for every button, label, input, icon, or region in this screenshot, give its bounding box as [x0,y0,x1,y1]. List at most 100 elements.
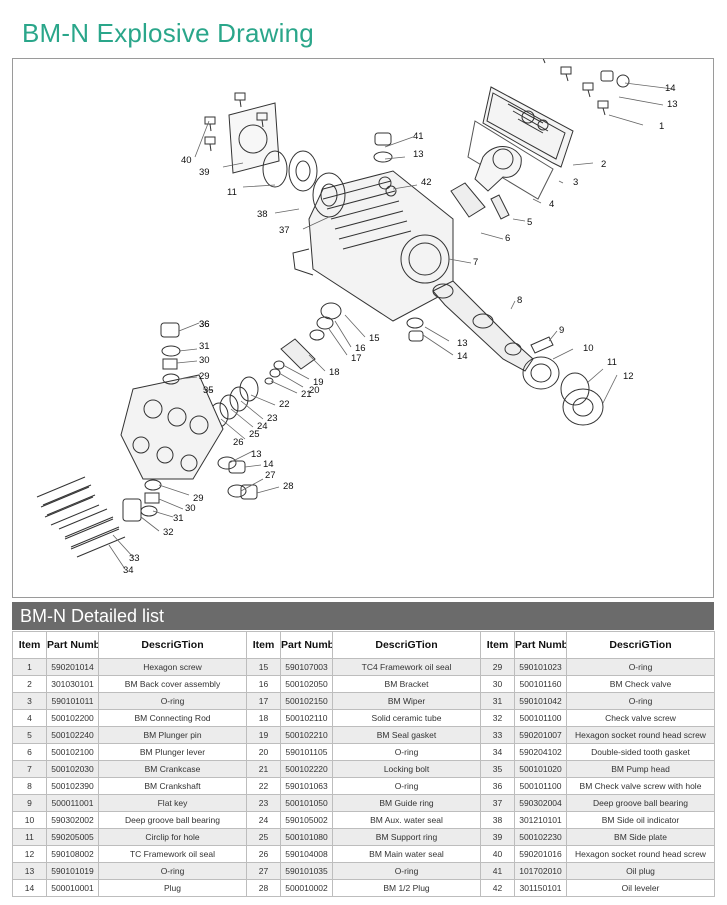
callout-label: 31 [199,341,210,352]
description-cell: TC4 Framework oil seal [332,658,481,676]
crankshaft-part [432,280,534,372]
side-plate-part [228,102,280,174]
callout-label: 32 [163,527,174,538]
item-cell: 2 [12,675,47,693]
part-number-cell: 590205005 [46,828,99,846]
item-cell: 7 [12,760,47,778]
part-number-cell: 500101020 [514,760,567,778]
part-number-cell: 590101011 [46,692,99,710]
description-cell: BM Aux. water seal [332,811,481,829]
part-number-cell: 500102030 [46,760,99,778]
callout-label: 37 [279,225,290,236]
callout-label: 31 [173,513,184,524]
item-cell: 13 [12,862,47,880]
bearing-part [522,356,560,390]
description-cell: O-ring [98,692,247,710]
column-header-part-number: Part Number [514,631,567,659]
column-header-description: DescriGTion [98,631,247,659]
column-header-item: Item [12,631,47,659]
item-cell: 14 [12,879,47,897]
item-cell: 25 [246,828,281,846]
item-cell: 29 [480,658,515,676]
plunger-pin-part [490,194,510,220]
callout-label: 3 [573,177,578,188]
callout-label: 14 [665,83,676,94]
column-header-description: DescriGTion [332,631,481,659]
description-cell: O-ring [332,777,481,795]
item-cell: 34 [480,743,515,761]
oil-seal-part [562,388,604,426]
part-number-cell: 500102050 [280,675,333,693]
callout-label: 8 [517,295,522,306]
callout-label: 26 [233,437,244,448]
part-number-cell: 590302004 [514,794,567,812]
part-number-cell: 590201014 [46,658,99,676]
callout-label: 41 [413,131,424,142]
table-header-row: Item Part Number DescriGTion Item Part N… [12,631,715,659]
part-number-cell: 590104008 [280,845,333,863]
callout-label: 22 [279,399,290,410]
back-cover-part [482,86,574,168]
callout-label: 38 [257,209,268,220]
callout-label: 39 [199,167,210,178]
item-cell: 39 [480,828,515,846]
part-number-cell: 590101019 [46,862,99,880]
description-cell: BM Check valve [566,675,715,693]
hexagon-screw-part [542,59,630,116]
item-cell: 9 [12,794,47,812]
callout-label: 23 [267,413,278,424]
description-cell: Deep groove ball bearing [566,794,715,812]
item-cell: 4 [12,709,47,727]
item-cell: 41 [480,862,515,880]
description-cell: O-ring [566,658,715,676]
callout-label: 27 [265,470,276,481]
description-cell: Flat key [98,794,247,812]
part-number-cell: 590107003 [280,658,333,676]
description-cell: BM Bracket [332,675,481,693]
part-number-cell: 590201007 [514,726,567,744]
column-header-part-number: Part Number [46,631,99,659]
list-section-header: BM-N Detailed list [12,602,714,630]
circlip-part [560,372,590,406]
callout-label: 36 [199,319,210,330]
callout-label: 30 [199,355,210,366]
item-cell: 8 [12,777,47,795]
part-number-cell: 301030101 [46,675,99,693]
column-header-item: Item [246,631,281,659]
description-cell: BM Main water seal [332,845,481,863]
description-cell: O-ring [332,743,481,761]
item-cell: 40 [480,845,515,863]
description-cell: BM Plunger pin [98,726,247,744]
item-cell: 20 [246,743,281,761]
item-cell: 32 [480,709,515,727]
bolt-set-part [36,476,126,558]
callout-label: 19 [313,377,324,388]
callout-label: 36 [199,319,210,330]
column-header-item: Item [480,631,515,659]
part-number-cell: 500101100 [514,709,567,727]
item-cell: 11 [12,828,47,846]
callout-label: 17 [351,353,362,364]
exploded-drawing-figure: 1234567891011121314151617181920212223242… [36,59,678,576]
part-number-cell: 590204102 [514,743,567,761]
item-cell: 5 [12,726,47,744]
part-number-cell: 500102100 [46,743,99,761]
callout-label: 20 [309,385,320,396]
callout-label: 28 [283,481,294,492]
part-number-cell: 500102150 [280,692,333,710]
callout-label: 13 [667,99,678,110]
callout-label: 34 [123,565,134,576]
item-cell: 6 [12,743,47,761]
description-cell: O-ring [332,862,481,880]
item-cell: 30 [480,675,515,693]
part-number-cell: 301210101 [514,811,567,829]
item-cell: 21 [246,760,281,778]
